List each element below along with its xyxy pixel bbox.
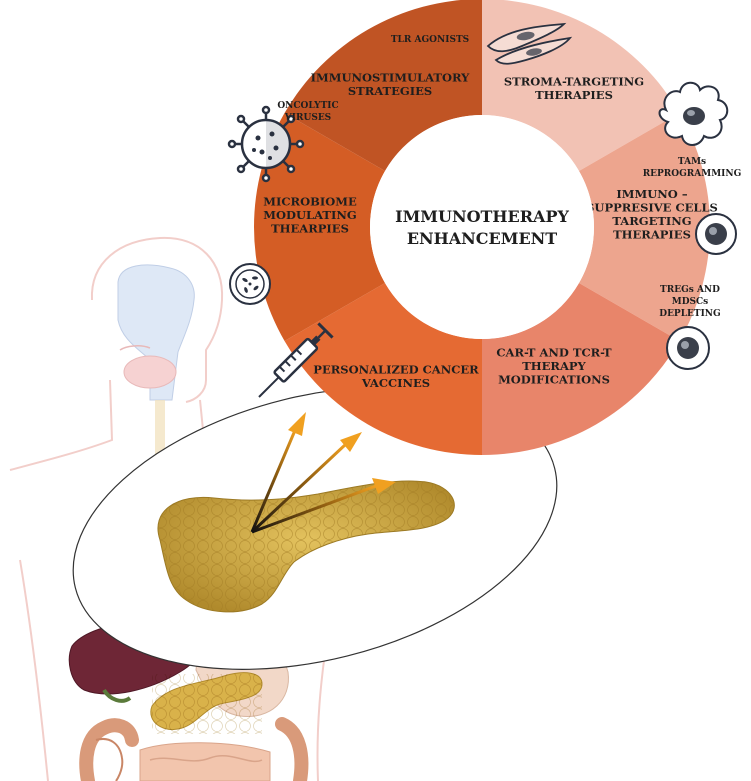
arrow-1-head — [288, 412, 306, 436]
arrows — [250, 412, 396, 534]
segment-immunostim — [284, 0, 482, 171]
segment-label-immunostim: IMMUNOSTIMULATORY — [311, 70, 471, 84]
sublabel-tregs-3: DEPLETING — [659, 309, 720, 319]
tongue-shape — [123, 355, 177, 389]
bacteria-dish-icon — [229, 263, 271, 305]
segment-label-vaccines: VACCINES — [361, 376, 430, 390]
segment-label-stroma: THERAPIES — [535, 88, 613, 102]
segment-label-cart: MODIFICATIONS — [498, 373, 610, 387]
segment-label-microbiome: MODULATING — [263, 208, 356, 222]
airway-shape — [117, 264, 195, 401]
segment-label-vaccines: PERSONALIZED CANCER — [313, 362, 479, 376]
segment-label-microbiome: THEARPIES — [271, 222, 349, 236]
arrow-3 — [251, 484, 377, 534]
segment-label-cart: CAR-T AND TCR-T — [496, 346, 612, 360]
donut-hole — [370, 115, 594, 339]
center-title-line2: ENHANCEMENT — [407, 229, 557, 248]
virus-icon — [227, 105, 305, 183]
segment-label-stroma: STROMA-TARGETING — [504, 74, 644, 88]
center-title-line1: IMMUNOTHERAPY — [395, 207, 569, 226]
segment-label-immunostim: STRATEGIES — [348, 84, 432, 98]
sublabel-tregs-1: TREGs AND — [660, 285, 720, 295]
cell-icon — [666, 326, 710, 370]
segment-immunosuppressive — [578, 113, 710, 341]
intestine-shape — [79, 717, 309, 781]
sublabel-tams-2: REPROGRAMMING — [643, 169, 742, 179]
sublabel-oncolytic-1: ONCOLYTIC — [277, 101, 338, 111]
sublabel-oncolytic-2: VIRUSES — [284, 113, 331, 123]
sublabel-tlr: TLR AGONISTS — [391, 35, 469, 45]
arrow-2-head — [340, 432, 362, 452]
segment-cart — [482, 283, 680, 455]
sublabel-tams-1: TAMs — [678, 157, 706, 167]
arrow-1 — [250, 427, 298, 533]
pancreas-large — [157, 480, 455, 613]
sublabel-tregs-2: MDSCs — [672, 297, 709, 307]
segment-label-immunosuppressive: SUPPRESIVE CELLS — [586, 200, 718, 214]
arrow-2 — [250, 442, 348, 534]
arrow-3-head — [372, 478, 396, 494]
segment-label-immunosuppressive: TARGETING — [612, 214, 691, 228]
segment-vaccines — [284, 283, 482, 455]
macrophage-icon — [658, 81, 729, 146]
segment-label-microbiome: MICROBIOME — [263, 195, 357, 209]
syringe-icon — [258, 322, 334, 398]
segment-microbiome — [254, 113, 386, 341]
segment-label-cart: THERAPY — [522, 359, 586, 373]
fibroblast-icon — [486, 22, 573, 65]
cell-icon — [695, 213, 737, 255]
segment-label-immunosuppressive: THERAPIES — [613, 227, 691, 241]
segment-label-immunosuppressive: IMMUNO – — [616, 187, 687, 201]
